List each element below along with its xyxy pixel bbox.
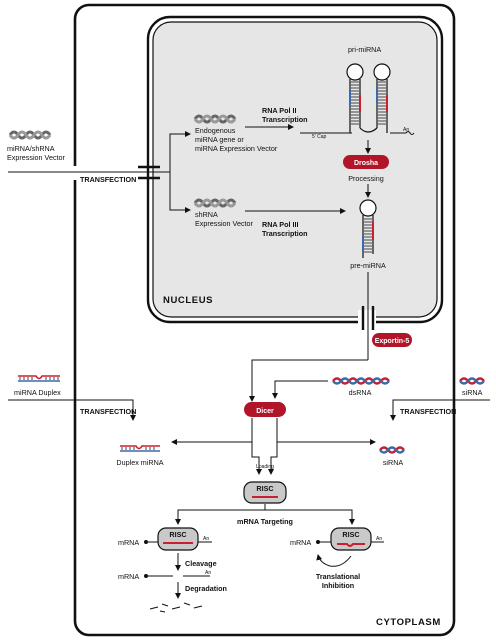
shrna-dna-icon (193, 198, 237, 208)
arrow-dsrna-to-dicer (272, 380, 328, 399)
exportin-label: Exportin-5 (375, 338, 410, 345)
mrna-targeting-label: mRNA Targeting (237, 517, 293, 526)
arrow-duplex-transfection (72, 399, 136, 421)
risc-right-guide (337, 543, 365, 547)
arrow-targeting-right (265, 509, 355, 525)
dsrna-icon (332, 377, 390, 385)
vector-label-line2: Expression Vector (7, 153, 66, 162)
sirna-input-label: siRNA (462, 388, 483, 397)
dicer-label: Dicer (256, 408, 274, 415)
sirna-product (379, 446, 405, 454)
processing-label: Processing (348, 174, 384, 183)
arrow-to-endogenous (169, 131, 191, 172)
nuclear-envelope-inner (152, 21, 438, 318)
arrow-sirna-transfection (390, 399, 448, 421)
mirna-duplex-label: miRNA Duplex (14, 388, 61, 397)
vector-label-line1: miRNA/shRNA (7, 144, 55, 153)
inhibition-label-1: Translational (316, 572, 360, 581)
risc-main-label: RISC (256, 484, 273, 493)
cleavage-label: Cleavage (185, 559, 217, 568)
pri-mirna-structure (300, 63, 415, 136)
cytoplasm-label: CYTOPLASM (376, 617, 441, 628)
pre-mirna-label: pre-miRNA (350, 261, 386, 270)
risc-complex-left (157, 527, 199, 551)
arrow-to-shrna (169, 172, 191, 213)
mrna-label-a: mRNA (118, 538, 139, 547)
shrna-vector-label-1: shRNA (195, 210, 218, 219)
transfection-mid-left-label: TRANSFECTION (80, 407, 136, 416)
drosha-label: Drosha (354, 160, 378, 167)
shrna-vector-label-2: Expression Vector (195, 219, 254, 228)
pre-mirna-structure (359, 199, 377, 258)
loading-label: Loading (256, 464, 274, 470)
poly-a-label: An (403, 127, 409, 133)
vector-dna-icon (8, 130, 52, 140)
degraded-fragments (149, 602, 203, 613)
mrna-label-b: mRNA (118, 572, 139, 581)
dicer-enzyme (244, 402, 286, 417)
duplex-mirna-label: Duplex miRNA (116, 458, 163, 467)
nucleus-label: NUCLEUS (163, 295, 213, 306)
drosha-enzyme (343, 155, 389, 169)
pri-mirna-label: pri-miRNA (348, 45, 381, 54)
arrow-sirna-loading (268, 442, 278, 475)
sirna-product-label: siRNA (383, 458, 404, 467)
poly-a-cleaved: An (205, 570, 211, 576)
exportin-enzyme (372, 333, 412, 347)
endogenous-label-3: miRNA Expression Vector (195, 144, 278, 153)
pol2-label-1: RNA Pol II (262, 106, 296, 115)
degradation-label: Degradation (185, 584, 227, 593)
transfection-right-label: TRANSFECTION (400, 407, 456, 416)
endogenous-label-2: miRNA gene or (195, 135, 244, 144)
arrow-to-dicer (249, 359, 368, 402)
pol3-label-1: RNA Pol III (262, 220, 298, 229)
arrow-targeting-left (175, 504, 266, 525)
five-cap-label: 5' Cap (312, 134, 327, 140)
risc-left-label: RISC (169, 530, 186, 539)
pol3-label-2: Transcription (262, 229, 308, 238)
arrow-duplex-loading (251, 442, 262, 475)
poly-a-right: An (376, 536, 382, 542)
mirna-duplex-icon (18, 375, 60, 382)
duplex-mirna-product (120, 445, 160, 452)
poly-a-left: An (203, 536, 209, 542)
endogenous-label-1: Endogenous (195, 126, 236, 135)
endogenous-dna-icon (193, 114, 237, 124)
mrna-label-c: mRNA (290, 538, 311, 547)
sirna-input-icon (459, 377, 485, 385)
risc-right-label: RISC (342, 530, 359, 539)
pol2-label-2: Transcription (262, 115, 308, 124)
membrane-gap (66, 166, 84, 180)
inhibition-label-2: Inhibition (322, 581, 354, 590)
dsrna-label: dsRNA (349, 388, 372, 397)
inhibition-arrow (316, 554, 352, 567)
transfection-left-label: TRANSFECTION (80, 175, 136, 184)
